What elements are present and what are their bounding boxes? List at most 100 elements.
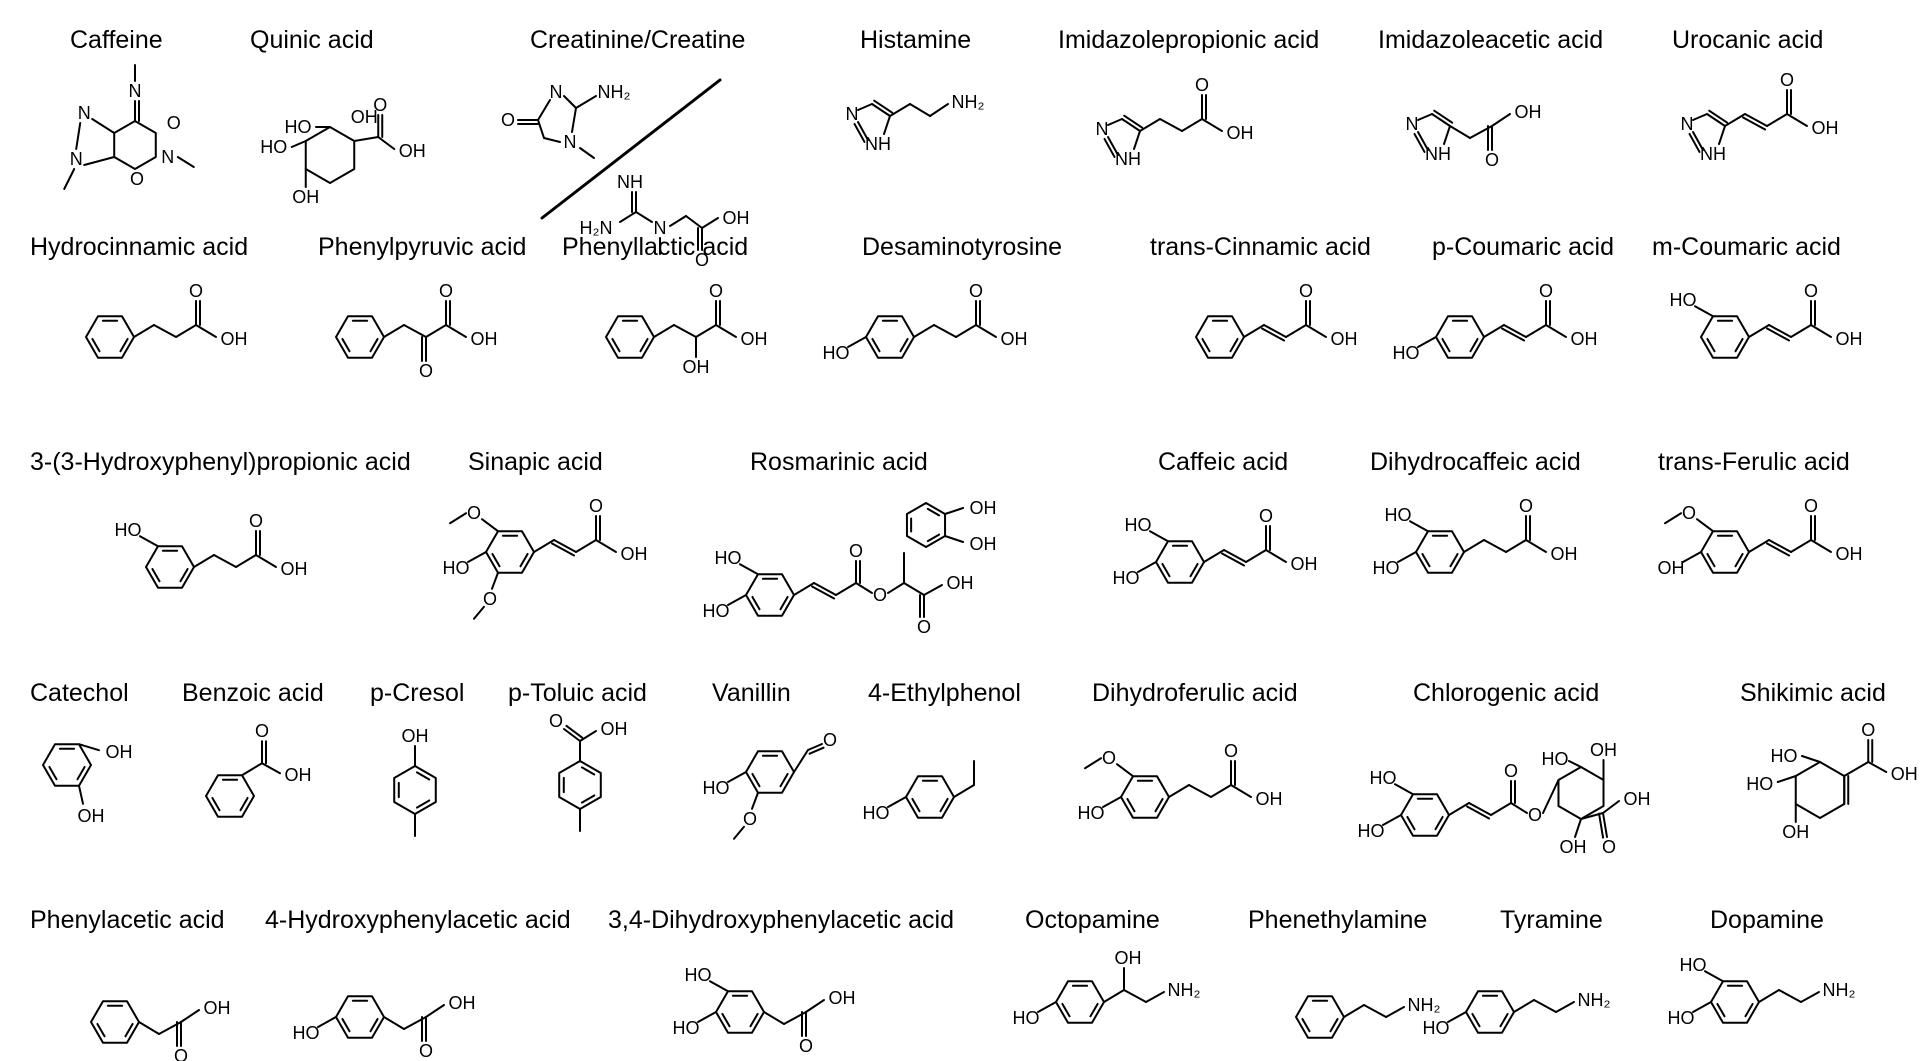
atom-label: O <box>1224 741 1238 761</box>
atom-label: O <box>823 730 837 750</box>
aromatic-bond <box>1189 562 1199 578</box>
bond-14 <box>1602 812 1608 838</box>
atom-label: HO <box>685 965 712 985</box>
bond-2 <box>1503 324 1527 338</box>
bond-12 <box>635 211 653 223</box>
atom-label: NH <box>1425 144 1451 164</box>
bond-0 <box>133 324 155 338</box>
atom-label: O <box>255 721 269 741</box>
bond-4 <box>1505 539 1527 553</box>
bond-2 <box>1443 125 1451 145</box>
bond-8 <box>1510 802 1528 814</box>
atom-label: NH₂ <box>1168 980 1201 1000</box>
bond-4 <box>473 605 485 620</box>
atom-label: O <box>1539 281 1553 301</box>
atom-label: OH <box>947 573 974 593</box>
aromatic-bond <box>580 766 596 776</box>
bond-6 <box>1305 324 1327 338</box>
bond-4 <box>1790 324 1812 338</box>
benzene-ring <box>90 1000 140 1044</box>
bond-3 <box>1123 989 1147 1003</box>
atom-label: N <box>161 147 174 167</box>
bond-6 <box>553 539 577 553</box>
aromatic-bond <box>491 552 501 568</box>
compound-name: Shikimic acid <box>1740 679 1886 707</box>
bond-7 <box>1810 324 1832 338</box>
benzene-ring <box>145 545 195 589</box>
atom-label: O <box>709 281 723 301</box>
bond-5 <box>835 582 857 596</box>
bond-1 <box>75 122 82 150</box>
aromatic-bond <box>1061 1002 1071 1018</box>
structure-drawing: NH₂ <box>1295 995 1441 1039</box>
bond-0 <box>138 1021 160 1035</box>
atom-label: HO <box>1423 1018 1450 1038</box>
atom-label: OH <box>1256 789 1283 809</box>
bond-16 <box>1602 800 1620 814</box>
atom-label: O <box>743 809 757 829</box>
aromatic-bond <box>721 1012 731 1028</box>
atom-label: HO <box>1125 515 1152 535</box>
bond-3 <box>1766 327 1791 342</box>
atom-label: O <box>467 503 481 523</box>
structure-drawing: OOH <box>1195 281 1358 359</box>
bond-5 <box>533 539 555 553</box>
compound-name: 4-Ethylphenol <box>868 679 1021 707</box>
bond-18 <box>701 217 719 229</box>
benzene-ring <box>605 315 655 359</box>
compound-name: Sinapic acid <box>468 448 603 476</box>
bond-2 <box>1758 989 1780 1003</box>
bond-0 <box>241 762 263 777</box>
aromatic-bond <box>1421 552 1431 568</box>
atom-label: HO <box>1680 955 1707 975</box>
atom-label: OH <box>1836 544 1863 564</box>
bond-2 <box>467 551 487 563</box>
atom-label: O <box>174 1046 188 1061</box>
bond-5 <box>1417 113 1433 121</box>
bond-1 <box>449 512 467 525</box>
atom-label: N <box>70 149 83 169</box>
bond-3 <box>871 103 891 117</box>
bond-3 <box>955 324 977 338</box>
bond-6 <box>805 999 825 1013</box>
bond-13 <box>903 582 925 596</box>
bond-10 <box>1568 760 1582 768</box>
bond-1 <box>1513 999 1535 1013</box>
bond-2 <box>1385 1006 1405 1018</box>
bond-4 <box>811 585 836 600</box>
atom-label: NH₂ <box>598 82 631 102</box>
atom-label: HO <box>673 1018 700 1038</box>
bond-2 <box>1102 796 1122 808</box>
compound-name: Creatinine/Creatine <box>530 26 746 54</box>
bond-12 <box>1786 113 1808 127</box>
bond-4 <box>1466 805 1491 820</box>
aromatic-bond <box>1154 797 1164 813</box>
structure-drawing: OOH <box>85 281 248 359</box>
bond-4 <box>807 743 823 751</box>
aromatic-bond <box>239 796 249 812</box>
bond-6 <box>1724 113 1746 127</box>
aromatic-bond <box>1229 337 1239 353</box>
aromatic-bond <box>1734 552 1744 568</box>
bond-5 <box>1867 761 1888 773</box>
atom-label: OH <box>1331 329 1358 349</box>
atom-label: NH₂ <box>1408 995 1441 1015</box>
atom-label: HO <box>293 1023 320 1043</box>
bond-3 <box>1223 549 1247 563</box>
bond-3 <box>1778 989 1802 1003</box>
bond-0 <box>1694 305 1714 318</box>
bond-6 <box>255 554 277 568</box>
atom-label: HO <box>115 520 142 540</box>
bond-3 <box>1748 539 1770 553</box>
bond-3 <box>579 730 597 742</box>
